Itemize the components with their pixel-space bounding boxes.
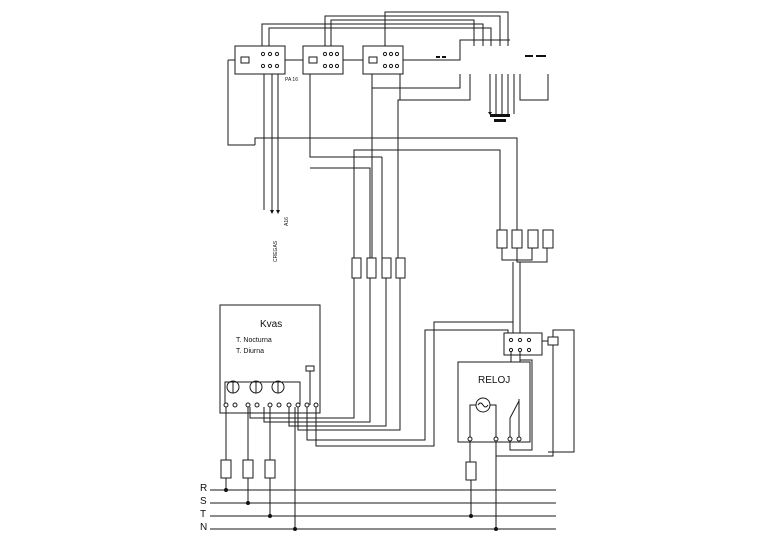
fuse-right-4	[542, 229, 554, 249]
fuse-mid-4	[395, 257, 406, 279]
fuse-mid-3	[381, 257, 392, 279]
feed-label-2: A16	[284, 217, 290, 226]
top-wiring	[227, 11, 549, 158]
top-right-contacts	[436, 55, 546, 122]
contact-symbols	[260, 51, 400, 69]
fuse-mid-1	[351, 257, 362, 279]
feed-label-1: CREGAS	[273, 240, 279, 262]
fuse-clock	[465, 461, 477, 481]
fuse-right-3	[527, 229, 539, 249]
top-terminal-label: PA 16	[285, 77, 298, 83]
bottom-fuses	[220, 459, 297, 531]
mid-right-contactor	[495, 329, 575, 457]
fuse-right-1	[496, 229, 508, 249]
meter-box	[219, 304, 321, 414]
relay-contacts	[503, 332, 543, 356]
bus-label-t: T	[200, 509, 207, 520]
power-bus	[210, 489, 556, 530]
coil-2	[308, 56, 318, 64]
coil-1	[240, 56, 250, 64]
bus-label-r: R	[200, 483, 208, 494]
fuse-mid-2	[366, 257, 377, 279]
fuse-bottom-3	[264, 459, 276, 479]
relay-coil	[547, 336, 559, 346]
meter-title: Kvas	[260, 319, 283, 330]
meter-row-diurna: T. Diurna	[236, 348, 265, 355]
coil-3	[368, 56, 378, 64]
top-contactor-blocks	[234, 45, 404, 75]
fuse-right-2	[511, 229, 523, 249]
meter-dials	[223, 365, 319, 408]
bus-label-s: S	[200, 496, 207, 507]
meter-wiring	[225, 278, 514, 529]
mid-fuses	[351, 257, 406, 279]
feed-arrows	[270, 112, 492, 214]
bus-label-n: N	[200, 522, 208, 533]
clock-title: RELOJ	[478, 375, 511, 386]
feed-wires	[254, 74, 518, 258]
fuse-bottom-1	[220, 459, 232, 479]
right-fuses	[496, 229, 554, 335]
meter-row-nocturna: T. Nocturna	[236, 337, 272, 344]
clock-internals	[465, 355, 533, 531]
fuse-bottom-2	[242, 459, 254, 479]
